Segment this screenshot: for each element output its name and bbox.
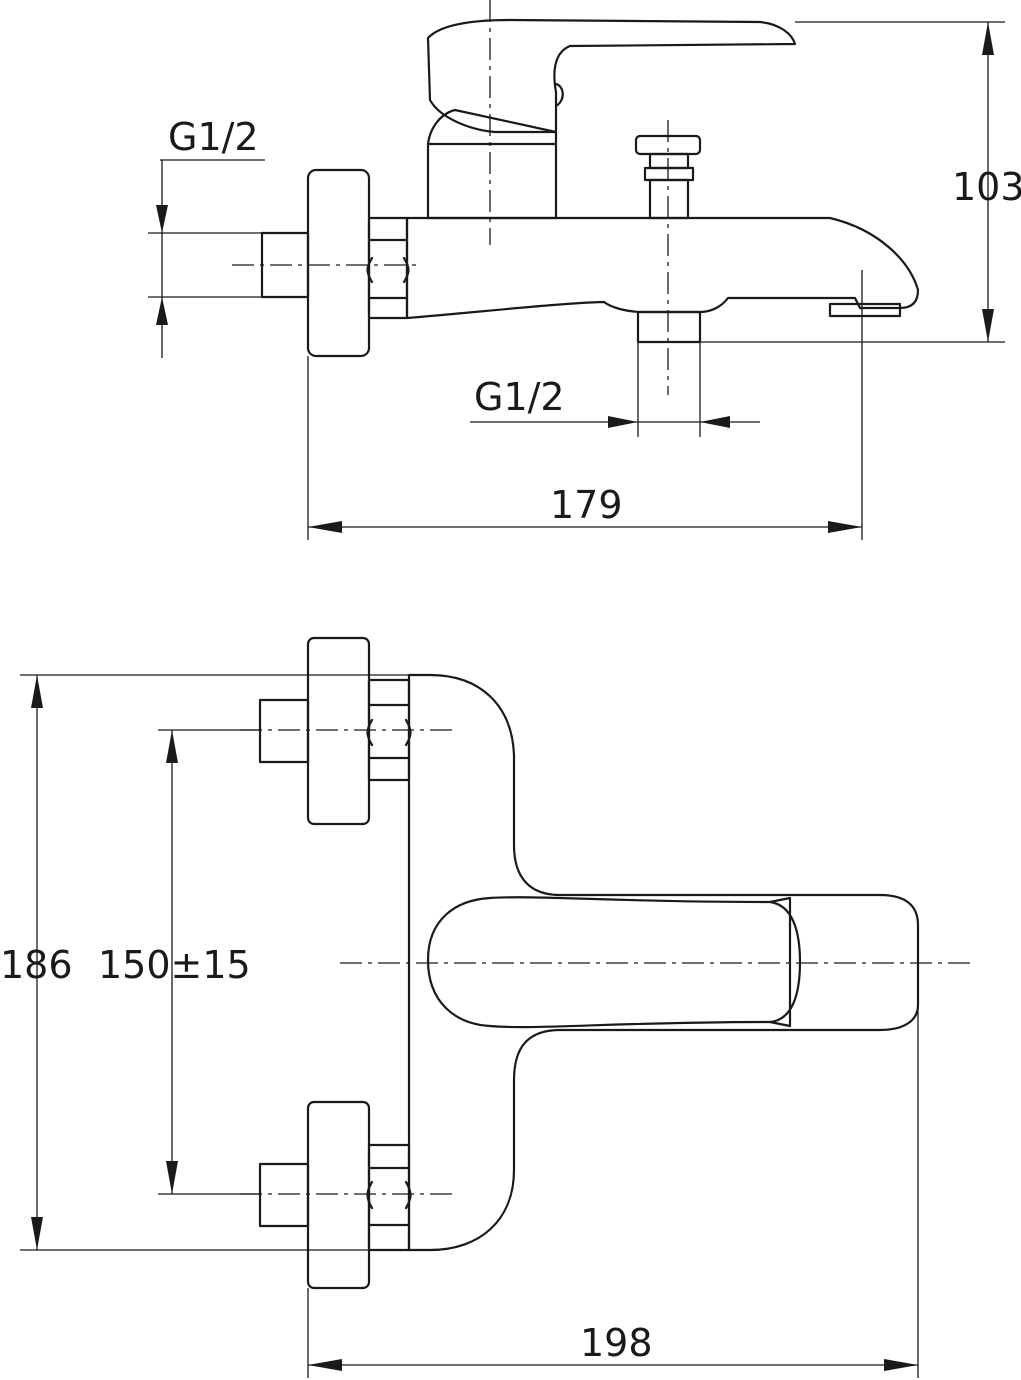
aerator xyxy=(828,302,902,318)
wall-flange-side xyxy=(306,168,371,358)
flange-upper xyxy=(306,636,371,826)
width-dimension-top: 198 xyxy=(580,1321,653,1365)
nipple-upper xyxy=(258,698,310,764)
height-dimension: 103 xyxy=(952,165,1021,209)
hex-nut-side xyxy=(366,216,410,320)
cartridge-body xyxy=(426,108,558,220)
side-view: G1/2 G1/2 103 179 xyxy=(148,0,1021,540)
top-view: 186 150±15 198 xyxy=(0,636,975,1378)
lever-button xyxy=(554,82,564,108)
lever-top xyxy=(426,896,802,1029)
spout-body xyxy=(405,216,920,320)
depth-dimension: 186 xyxy=(0,943,73,987)
bottom-outlet xyxy=(636,310,702,344)
lever-handle xyxy=(426,18,797,134)
inlet-thread-label: G1/2 xyxy=(168,115,259,159)
hex-nut-upper xyxy=(366,678,412,782)
hex-nut-lower xyxy=(366,1143,412,1252)
width-dimension-side: 179 xyxy=(550,483,623,527)
flange-lower xyxy=(306,1100,371,1290)
inlet-spacing-dimension: 150±15 xyxy=(98,943,251,987)
outlet-thread-label: G1/2 xyxy=(474,375,565,419)
nipple-lower xyxy=(258,1162,310,1228)
